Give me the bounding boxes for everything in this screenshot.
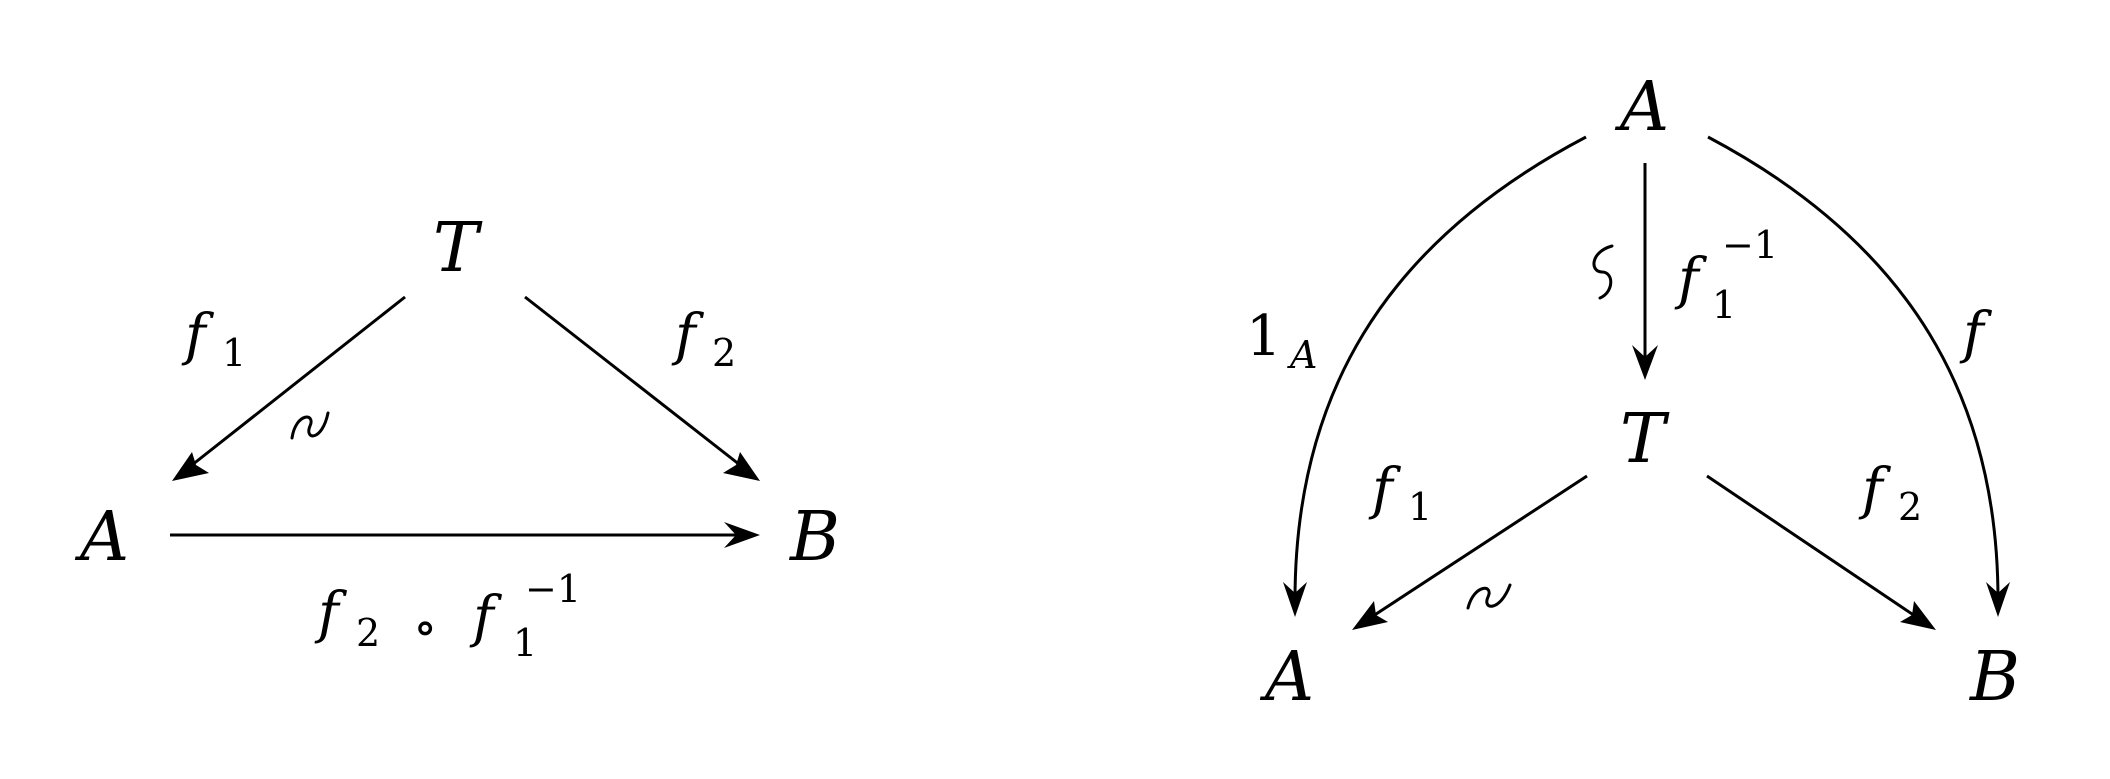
- left-node-A: A: [74, 498, 129, 577]
- left-label-composite: f 2 ∘ f 1 −1: [314, 567, 581, 665]
- right-iso-tilde-2: [1466, 583, 1512, 610]
- svg-text:f: f: [1858, 457, 1892, 522]
- svg-text:1: 1: [513, 621, 537, 665]
- right-node-A-top: A: [1614, 68, 1669, 147]
- right-node-A-bottom: A: [1259, 638, 1314, 717]
- right-label-f1: f 1: [1368, 457, 1432, 529]
- svg-text:1: 1: [222, 331, 246, 375]
- svg-text:f: f: [181, 303, 215, 368]
- left-label-f1: f 1: [181, 303, 246, 375]
- left-arrow-T-to-A: [172, 295, 406, 481]
- svg-text:f: f: [469, 585, 503, 650]
- left-arrow-A-to-B: [170, 522, 760, 548]
- right-label-identity: 1 A: [1246, 304, 1317, 377]
- svg-text:∘: ∘: [413, 598, 438, 656]
- right-arrow-T-to-A: [1352, 474, 1588, 630]
- right-arrow-identity: [1283, 135, 1587, 617]
- left-diagram: T A B f 1 f 2 f: [74, 209, 840, 665]
- right-node-T: T: [1620, 400, 1670, 479]
- svg-text:2: 2: [356, 611, 380, 655]
- left-node-B: B: [788, 498, 840, 577]
- right-label-f2: f 2: [1858, 457, 1922, 529]
- left-node-T: T: [433, 209, 483, 288]
- svg-text:2: 2: [712, 331, 736, 375]
- svg-text:1: 1: [1712, 283, 1736, 327]
- svg-text:A: A: [1287, 333, 1317, 377]
- svg-text:−1: −1: [1722, 223, 1778, 267]
- svg-text:−1: −1: [525, 567, 581, 611]
- right-label-f: f: [1959, 301, 1993, 366]
- svg-text:2: 2: [1898, 485, 1922, 529]
- right-node-B: B: [1968, 638, 2020, 717]
- svg-text:1: 1: [1246, 304, 1282, 369]
- svg-text:f: f: [1674, 247, 1708, 312]
- left-arrow-T-to-B: [524, 295, 760, 481]
- left-iso-tilde: [290, 411, 330, 440]
- svg-text:f: f: [1959, 301, 1993, 366]
- right-arrow-f: [1707, 135, 2010, 617]
- left-label-f2: f 2: [671, 303, 736, 375]
- right-arrow-T-to-B: [1706, 474, 1936, 630]
- svg-text:f: f: [314, 581, 348, 646]
- svg-text:1: 1: [1408, 485, 1432, 529]
- right-arrow-A-to-T: [1632, 163, 1658, 380]
- svg-text:f: f: [671, 303, 705, 368]
- right-label-f1-inverse: f 1 −1: [1674, 223, 1778, 327]
- right-diagram: A T A B: [1246, 68, 2020, 717]
- right-iso-tilde: [1592, 244, 1614, 300]
- svg-text:f: f: [1368, 457, 1402, 522]
